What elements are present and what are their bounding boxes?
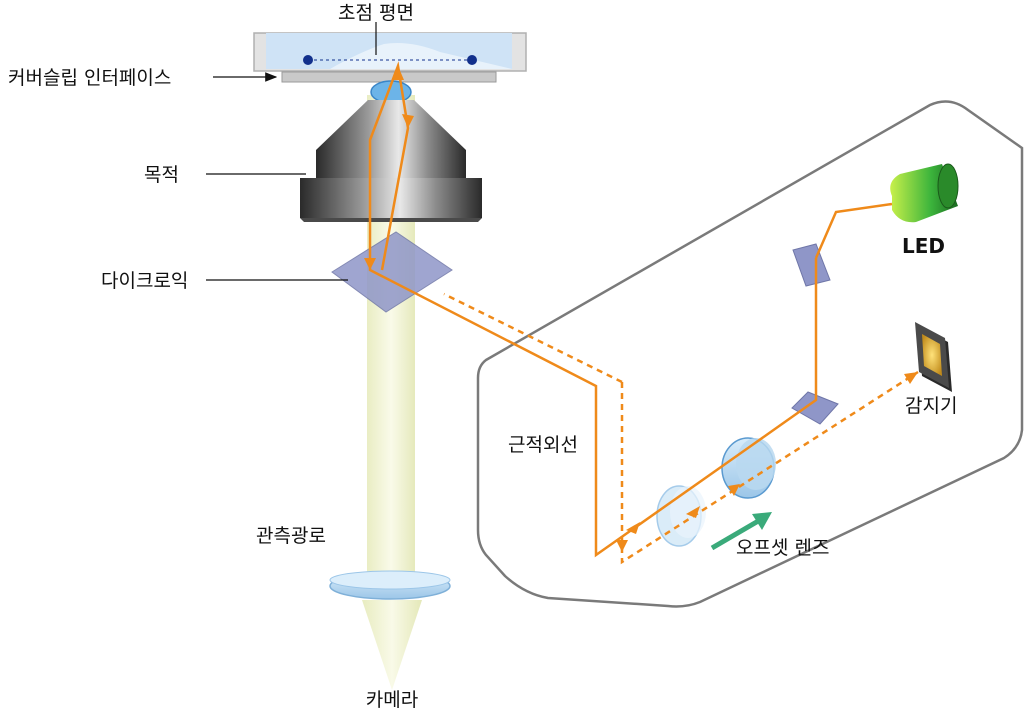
focal-plane-label: 초점 평면 xyxy=(338,2,414,24)
offset-lens-back xyxy=(721,437,776,499)
objective-lens xyxy=(300,80,482,222)
focal-marker-left xyxy=(303,55,313,65)
coverslip-interface-label: 커버슬립 인터페이스 xyxy=(8,67,171,89)
led-icon xyxy=(890,163,959,223)
camera-label: 카메라 xyxy=(366,689,418,711)
offset-lens-label: 오프셋 렌즈 xyxy=(736,537,829,559)
detector-icon xyxy=(915,322,952,392)
detector-label: 감지기 xyxy=(905,395,957,417)
offset-direction-arrow xyxy=(710,512,772,551)
prism-upper xyxy=(792,243,831,287)
nir-label: 근적외선 xyxy=(508,434,578,456)
instrument-housing xyxy=(476,100,1024,608)
prism-lower xyxy=(791,391,839,425)
tube-lens xyxy=(329,570,451,600)
sample-stage xyxy=(253,32,527,83)
focal-marker-right xyxy=(467,55,477,65)
dichroic-label: 다이크로익 xyxy=(101,270,188,292)
led-label: LED xyxy=(902,234,945,258)
camera-light-cone xyxy=(362,600,422,690)
dichroic-mirror xyxy=(331,231,453,313)
objective-label: 목적 xyxy=(144,164,179,186)
nir-beam-path xyxy=(368,61,919,565)
observation-path-label: 관측광로 xyxy=(256,525,326,547)
beam-arrowheads xyxy=(364,66,918,552)
